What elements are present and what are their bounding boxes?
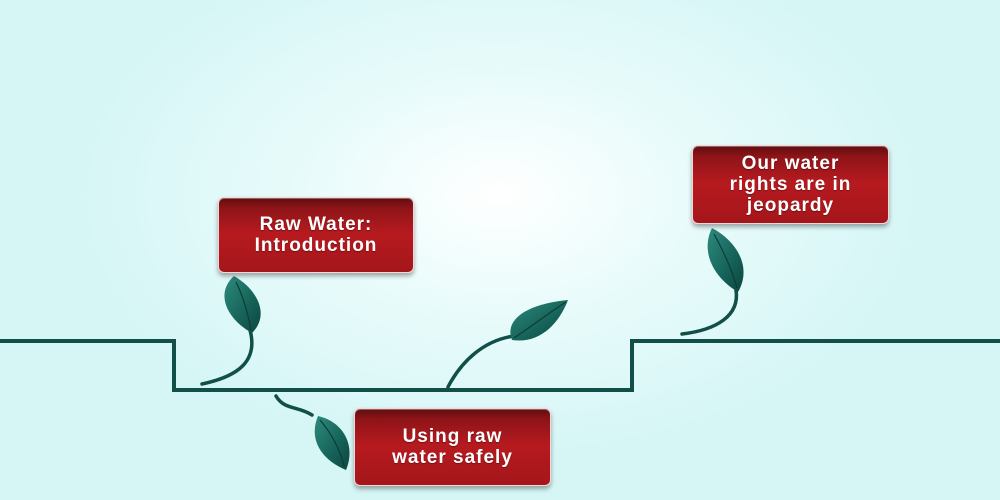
sprout-left-stem <box>200 328 254 386</box>
label-raw-water-introduction[interactable]: Raw Water: Introduction <box>218 197 414 273</box>
leaf-icon <box>314 416 350 470</box>
leaf-icon <box>224 276 261 333</box>
label-water-rights-jeopardy[interactable]: Our water rights are in jeopardy <box>692 145 889 224</box>
sprout-bottom <box>274 394 350 470</box>
sprout-right-stem <box>680 288 739 336</box>
leaf-icon <box>707 228 744 292</box>
sprout-bottom-stem <box>274 394 314 417</box>
label-using-raw-water-safely[interactable]: Using raw water safely <box>354 408 551 486</box>
ground-line <box>0 339 1000 392</box>
sprout-middle-stem <box>446 334 516 389</box>
sprout-left <box>200 276 261 386</box>
sprout-right <box>680 228 744 336</box>
sprout-middle <box>446 300 568 389</box>
